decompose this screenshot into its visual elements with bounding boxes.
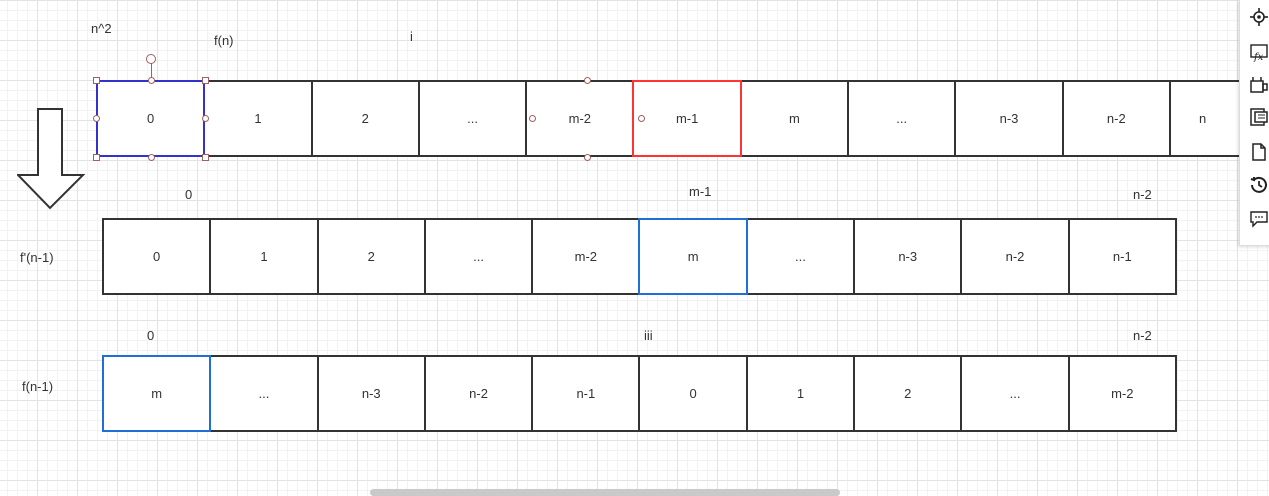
right-toolbar: fx	[1239, 0, 1269, 246]
rotate-handle-stem	[151, 62, 152, 78]
row2-cell[interactable]: m-2	[531, 218, 641, 295]
row2-cell[interactable]: 0	[102, 218, 212, 295]
row3-cell[interactable]: m-2	[1067, 355, 1177, 432]
array-row-3: m ... n-3 n-2 n-1 0 1 2 ... m-2	[102, 355, 1177, 432]
label-row2-start-index[interactable]: 0	[185, 187, 193, 202]
row2-cell[interactable]: n-1	[1067, 218, 1177, 295]
row3-cell[interactable]: 1	[745, 355, 856, 432]
formula-icon[interactable]: fx	[1250, 44, 1269, 64]
label-f-prime[interactable]: f'(n-1)	[20, 250, 54, 265]
label-row3-start-index[interactable]: 0	[147, 328, 155, 343]
row2-cell[interactable]: 2	[316, 218, 426, 295]
row1-cell[interactable]: m	[739, 80, 850, 157]
row3-cell[interactable]: ...	[960, 355, 1070, 432]
row3-cell[interactable]: n-2	[423, 355, 534, 432]
resize-handle[interactable]	[202, 154, 209, 161]
resize-handle[interactable]	[93, 77, 100, 84]
label-f-n-minus-1[interactable]: f(n-1)	[22, 379, 54, 394]
row3-cell[interactable]: 0	[638, 355, 748, 432]
row1-cell[interactable]: n-2	[1061, 80, 1171, 157]
page-icon[interactable]	[1250, 143, 1269, 163]
connection-point[interactable]	[529, 115, 536, 122]
label-row2-mid-index[interactable]: m-1	[689, 184, 712, 199]
row2-cell[interactable]: n-2	[960, 218, 1070, 295]
connection-point[interactable]	[202, 115, 209, 122]
array-row-2: 0 1 2 ... m-2 m ... n-3 n-2 n-1	[102, 218, 1177, 295]
row2-cell[interactable]: ...	[423, 218, 534, 295]
resize-handle[interactable]	[93, 154, 100, 161]
label-f-n[interactable]: f(n)	[214, 33, 234, 48]
down-arrow-icon[interactable]	[17, 107, 87, 211]
array-row-1: 0 1 2 ... m-2 m-1 m ... n-3 n-2 n	[96, 80, 1269, 157]
row1-cell[interactable]: ...	[847, 80, 957, 157]
label-n-squared[interactable]: n^2	[91, 21, 112, 36]
navigate-icon[interactable]	[1250, 8, 1269, 28]
rotate-handle[interactable]	[146, 54, 156, 64]
row2-cell[interactable]: n-3	[853, 218, 963, 295]
label-i[interactable]: i	[410, 29, 413, 44]
history-icon[interactable]	[1250, 176, 1269, 196]
row3-cell[interactable]: ...	[209, 355, 319, 432]
row3-cell[interactable]: m	[102, 355, 212, 432]
row2-cell[interactable]: ...	[745, 218, 856, 295]
connection-point[interactable]	[584, 154, 591, 161]
row1-cell[interactable]: 2	[310, 80, 420, 157]
row2-cell[interactable]: 1	[209, 218, 319, 295]
row3-cell[interactable]: 2	[853, 355, 963, 432]
row3-cell[interactable]: n-3	[316, 355, 426, 432]
connection-point[interactable]	[638, 115, 645, 122]
shape-icon[interactable]	[1250, 76, 1269, 96]
format-icon[interactable]	[1250, 108, 1269, 128]
connection-point[interactable]	[93, 115, 100, 122]
row1-cell[interactable]: 1	[203, 80, 313, 157]
row1-cell[interactable]: ...	[417, 80, 528, 157]
row1-cell[interactable]: m-2	[525, 80, 635, 157]
horizontal-scrollbar[interactable]	[370, 489, 840, 496]
label-row3-end-index[interactable]: n-2	[1133, 328, 1152, 343]
row1-cell[interactable]: 0	[96, 80, 206, 157]
row1-cell[interactable]: m-1	[632, 80, 742, 157]
label-row2-end-index[interactable]: n-2	[1133, 187, 1152, 202]
connection-point[interactable]	[148, 77, 155, 84]
row3-cell[interactable]: n-1	[531, 355, 641, 432]
row2-cell[interactable]: m	[638, 218, 748, 295]
resize-handle[interactable]	[202, 77, 209, 84]
connection-point[interactable]	[584, 77, 591, 84]
label-row3-mid-index[interactable]: iii	[644, 328, 653, 343]
svg-text:fx: fx	[1253, 52, 1264, 62]
comment-icon[interactable]	[1250, 210, 1269, 230]
row1-cell[interactable]: n-3	[954, 80, 1064, 157]
connection-point[interactable]	[148, 154, 155, 161]
